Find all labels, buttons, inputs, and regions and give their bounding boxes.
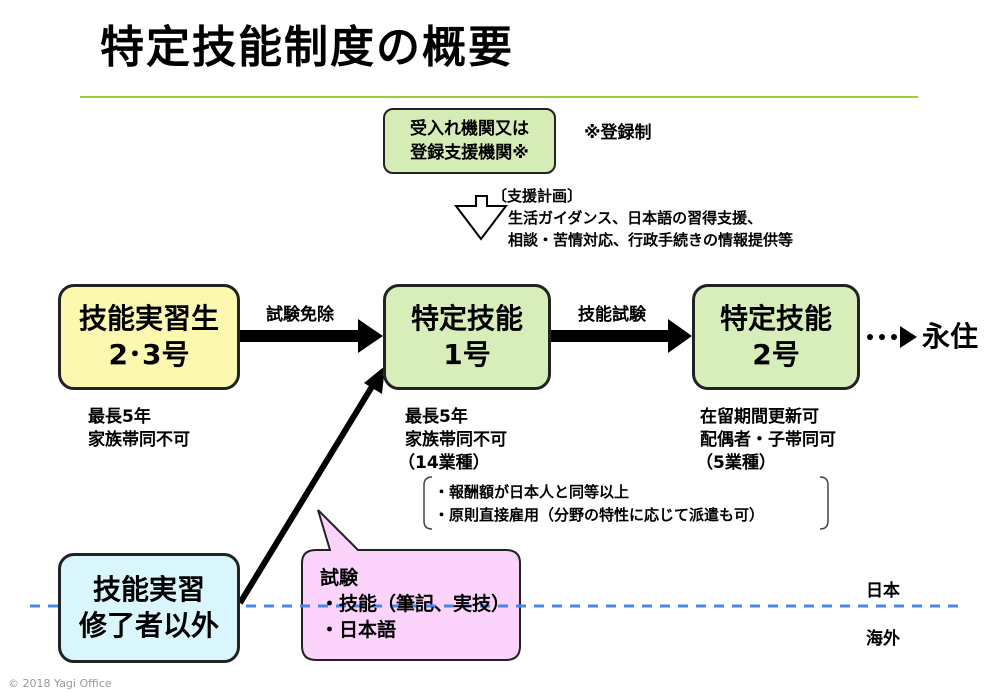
arrow-skill-test	[551, 319, 692, 353]
conditions-bracket	[423, 476, 829, 530]
support-plan-heading: 〔支援計画〕	[492, 187, 583, 205]
tokutei1-note-3: （14業種）	[398, 453, 490, 473]
exam-exempt-label: 試験免除	[266, 305, 334, 325]
tokutei2-box-line1: 特定技能	[719, 302, 832, 335]
trainee-note-2: 家族帯同不可	[88, 430, 190, 450]
tokutei1-box: 特定技能 1号	[383, 284, 551, 390]
others-box: 技能実習 修了者以外	[58, 553, 240, 663]
region-japan: 日本	[866, 581, 900, 601]
down-arrow-icon	[453, 195, 509, 241]
tokutei2-note-1: 在留期間更新可	[700, 407, 819, 427]
exam-callout-heading: 試験	[320, 567, 359, 589]
accepting-org-box: 受入れ機関又は 登録支援機関※	[383, 108, 556, 174]
arrow-permanent	[867, 326, 917, 348]
tokutei1-box-line1: 特定技能	[410, 302, 523, 335]
exam-callout-item1: ・技能（筆記、実技）	[320, 593, 511, 615]
tokutei1-note-1: 最長5年	[405, 407, 468, 427]
tokutei2-note-2: 配偶者・子帯同可	[700, 430, 836, 450]
region-overseas: 海外	[866, 629, 900, 649]
accepting-org-line2: 登録支援機関※	[410, 143, 529, 163]
skill-test-label: 技能試験	[578, 305, 646, 325]
arrow-diagonal	[237, 366, 385, 605]
others-box-line2: 修了者以外	[78, 609, 219, 642]
condition-1: ・報酬額が日本人と同等以上	[434, 483, 630, 501]
condition-2: ・原則直接雇用（分野の特性に応じて派遣も可）	[434, 506, 765, 524]
others-box-line1: 技能実習	[92, 573, 205, 606]
tokutei1-box-line2: 1号	[443, 338, 491, 371]
exam-callout-bubble	[301, 509, 521, 661]
tokutei2-box-line2: 2号	[752, 338, 800, 371]
trainee-box: 技能実習生 2･3号	[58, 284, 240, 390]
accepting-org-line1: 受入れ機関又は	[410, 119, 529, 139]
trainee-box-line1: 技能実習生	[78, 302, 219, 335]
title-underline	[80, 96, 918, 98]
exam-callout-item2: ・日本語	[320, 619, 397, 641]
tokutei2-note-3: （5業種）	[696, 453, 776, 473]
tokutei1-note-2: 家族帯同不可	[405, 430, 507, 450]
tokutei2-box: 特定技能 2号	[692, 284, 860, 390]
permanent-label: 永住	[922, 320, 979, 353]
support-plan-line2: 相談・苦情対応、行政手続きの情報提供等	[508, 231, 794, 249]
trainee-note-1: 最長5年	[88, 407, 151, 427]
trainee-box-line2: 2･3号	[108, 338, 190, 371]
support-plan-line1: 生活ガイダンス、日本語の習得支援、	[508, 209, 763, 227]
registration-note: ※登録制	[584, 123, 652, 143]
page-title: 特定技能制度の概要	[100, 22, 514, 73]
copyright: © 2018 Yagi Office	[8, 677, 112, 690]
arrow-exam-exempt	[240, 319, 383, 353]
